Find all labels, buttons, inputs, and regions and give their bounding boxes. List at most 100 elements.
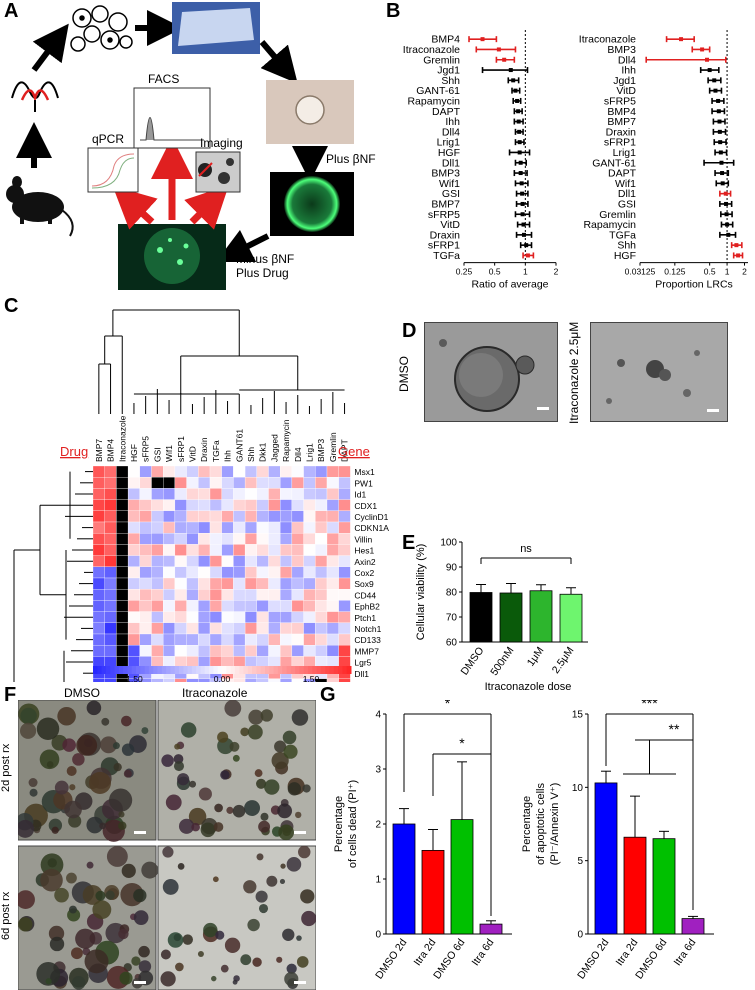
dead-cells-bar-2 (450, 819, 474, 935)
heatmap-cell (326, 555, 339, 567)
heatmap-cell (233, 577, 246, 590)
drug-label-10: TGFa (211, 440, 221, 462)
drug-label-12: GANT61 (234, 429, 244, 462)
red-arrow-imaging (184, 185, 229, 230)
heatmap-cell (280, 533, 293, 545)
heatmap-cell (151, 611, 164, 623)
dead-cells-tick-label-3: 3 (375, 765, 381, 776)
heatmap-cell (291, 566, 304, 579)
forest-right-label-14: Wif1 (615, 178, 636, 190)
heatmap-cell (127, 521, 140, 534)
heatmap-cell (104, 488, 117, 500)
heatmap-cell (174, 533, 187, 545)
forest-left-label-0: BMP4 (431, 34, 460, 46)
gene-label-13: Ptch1 (354, 613, 376, 623)
heatmap-cell (139, 622, 152, 635)
drug-label-6: Wif1 (164, 445, 174, 462)
heatmap-cell (221, 600, 234, 612)
heatmap-cell (209, 521, 222, 534)
forest-right-label-8: BMP7 (607, 116, 636, 128)
heatmap-cell (186, 510, 199, 523)
heatmap-cell (163, 477, 176, 489)
heatmap-cell (233, 589, 246, 601)
heatmap-cell (280, 645, 293, 657)
heatmap-cell (244, 645, 257, 657)
sig-label-4: ** (669, 721, 680, 737)
heatmap-cell (151, 510, 164, 523)
heatmap-cell (268, 622, 281, 635)
heatmap-cell (127, 622, 140, 635)
heatmap-cell (244, 544, 257, 556)
scale-bar-segment (213, 666, 219, 674)
heatmap-cell (233, 499, 246, 511)
heatmap-cell (151, 533, 164, 545)
gene-label-10: Sox9 (354, 579, 374, 589)
heatmap-cell (174, 622, 187, 635)
f-row2-label: 6d post rx (0, 891, 12, 940)
heatmap-cell (116, 656, 129, 668)
heatmap-cell (326, 533, 339, 545)
heatmap-cell (116, 566, 129, 579)
dead-cells-bar-1 (421, 849, 445, 935)
heatmap-cell (163, 465, 176, 478)
heatmap-cell (139, 577, 152, 590)
f-dmso-2d-organoid (99, 822, 106, 830)
forest-left-point-21 (525, 253, 530, 258)
dmso-organoid-image (424, 322, 558, 422)
heatmap-cell (151, 645, 164, 657)
f-itra-6d-organoid (240, 954, 252, 966)
scale-bar-segment (286, 666, 292, 674)
heatmap-cell (92, 521, 105, 534)
gene-label-8: Axin2 (354, 557, 376, 567)
heatmap-cell (268, 465, 281, 478)
forest-right-point-15 (723, 191, 728, 196)
heatmap-cell (127, 633, 140, 646)
heatmap-cell (92, 499, 105, 511)
heatmap-cell (163, 533, 176, 545)
f-dmso-6d-organoid (138, 945, 150, 958)
scale-bar-segment (243, 666, 249, 674)
heatmap-cell (303, 589, 316, 601)
heatmap-cell (186, 488, 199, 500)
forest-left-tick-label-1: 0.5 (489, 267, 501, 277)
heatmap-cell (139, 611, 152, 623)
forest-left-tick-label-0: 0.25 (456, 267, 473, 277)
heatmap-cell (127, 656, 140, 668)
f-dmso-2d-organoid (29, 788, 38, 797)
heatmap-cell (92, 600, 105, 612)
scale-bar-segment (256, 666, 262, 674)
heatmap-cell (186, 645, 199, 657)
heatmap-cell (116, 611, 129, 623)
forest-left-label-4: Shh (441, 75, 460, 87)
heatmap-cell (221, 555, 234, 567)
drug-label-20: Gremlin (328, 432, 338, 462)
f-dmso-2d-organoid (109, 788, 133, 812)
f-itra-2d-organoid (165, 794, 182, 811)
forest-right-xlabel-1: Proportion LRCs (655, 279, 733, 290)
forest-left-label-16: BMP7 (431, 198, 460, 210)
heatmap-cell (315, 488, 328, 500)
heatmap-cell (221, 589, 234, 601)
f-itra-2d-organoid (295, 811, 302, 819)
forest-left-point-18 (521, 222, 526, 227)
heatmap-cell (291, 533, 304, 545)
heatmap-cell (174, 577, 187, 590)
heatmap-cell (291, 465, 304, 478)
f-dmso-2d-organoid (66, 765, 77, 776)
heatmap-cell (326, 622, 339, 635)
heatmap-cell (127, 499, 140, 511)
forest-right-point-21 (736, 253, 741, 258)
heatmap-cell (139, 645, 152, 657)
scale-min: -1.50 (123, 674, 143, 682)
heatmap-cell (151, 678, 164, 682)
drug-label-7: sFRP1 (176, 436, 186, 462)
drug-label-21: DAPT (340, 439, 350, 462)
heatmap-cell (244, 488, 257, 500)
heatmap-cell (256, 611, 269, 623)
forest-right-label-6: sFRP5 (604, 95, 636, 107)
drug-label-5: GSI (152, 447, 162, 462)
forest-right-label-7: BMP4 (607, 106, 636, 118)
dead-cells-tick-label-1: 1 (375, 875, 381, 886)
scale-bar-segment (338, 666, 343, 674)
